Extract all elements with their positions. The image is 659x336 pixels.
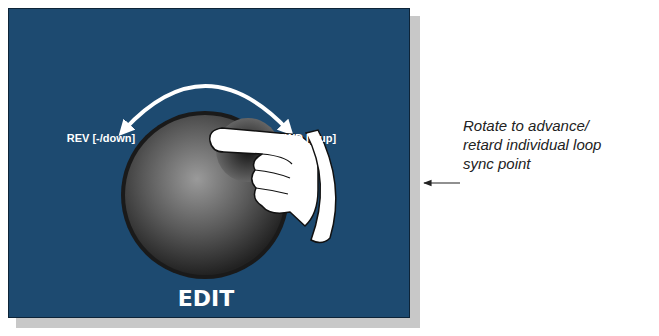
knob-name: EDIT [156, 286, 256, 312]
knob-rim [121, 111, 289, 279]
rotation-arrow [124, 86, 288, 130]
callout-arrow [424, 182, 460, 183]
finger-creases [255, 154, 292, 194]
direction-label: FWD [+/up] [265, 132, 349, 145]
pointing-hand [210, 128, 318, 226]
edit-knob [125, 115, 285, 275]
control-panel: REV [-/down] FWD [+/up] EDIT [8, 8, 410, 318]
callout-note: Rotate to advance/ retard individual loo… [463, 116, 608, 173]
knob-dimple [216, 118, 280, 182]
direction-label: REV [-/down] [59, 132, 143, 145]
glove-cuff [306, 130, 336, 243]
